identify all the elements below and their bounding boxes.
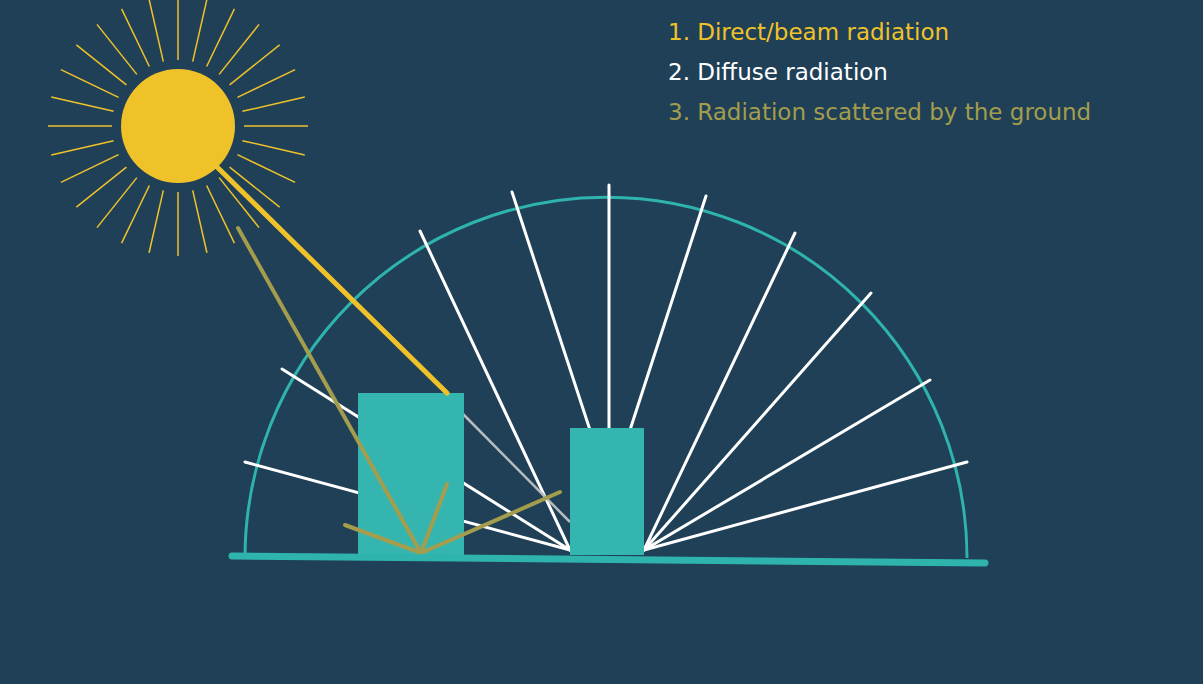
- ground-reflection: [238, 228, 560, 553]
- legend-text: 3. Radiation scattered by the ground: [668, 97, 1091, 127]
- building: [570, 428, 644, 555]
- direct-beam: [215, 165, 447, 393]
- legend-text: 2. Diffuse radiation: [668, 57, 888, 87]
- sky-dome: [245, 197, 967, 558]
- building: [358, 393, 464, 555]
- blocked-ray: [463, 414, 570, 522]
- legend-text: 1. Direct/beam radiation: [668, 17, 949, 47]
- ground-line: [232, 556, 985, 563]
